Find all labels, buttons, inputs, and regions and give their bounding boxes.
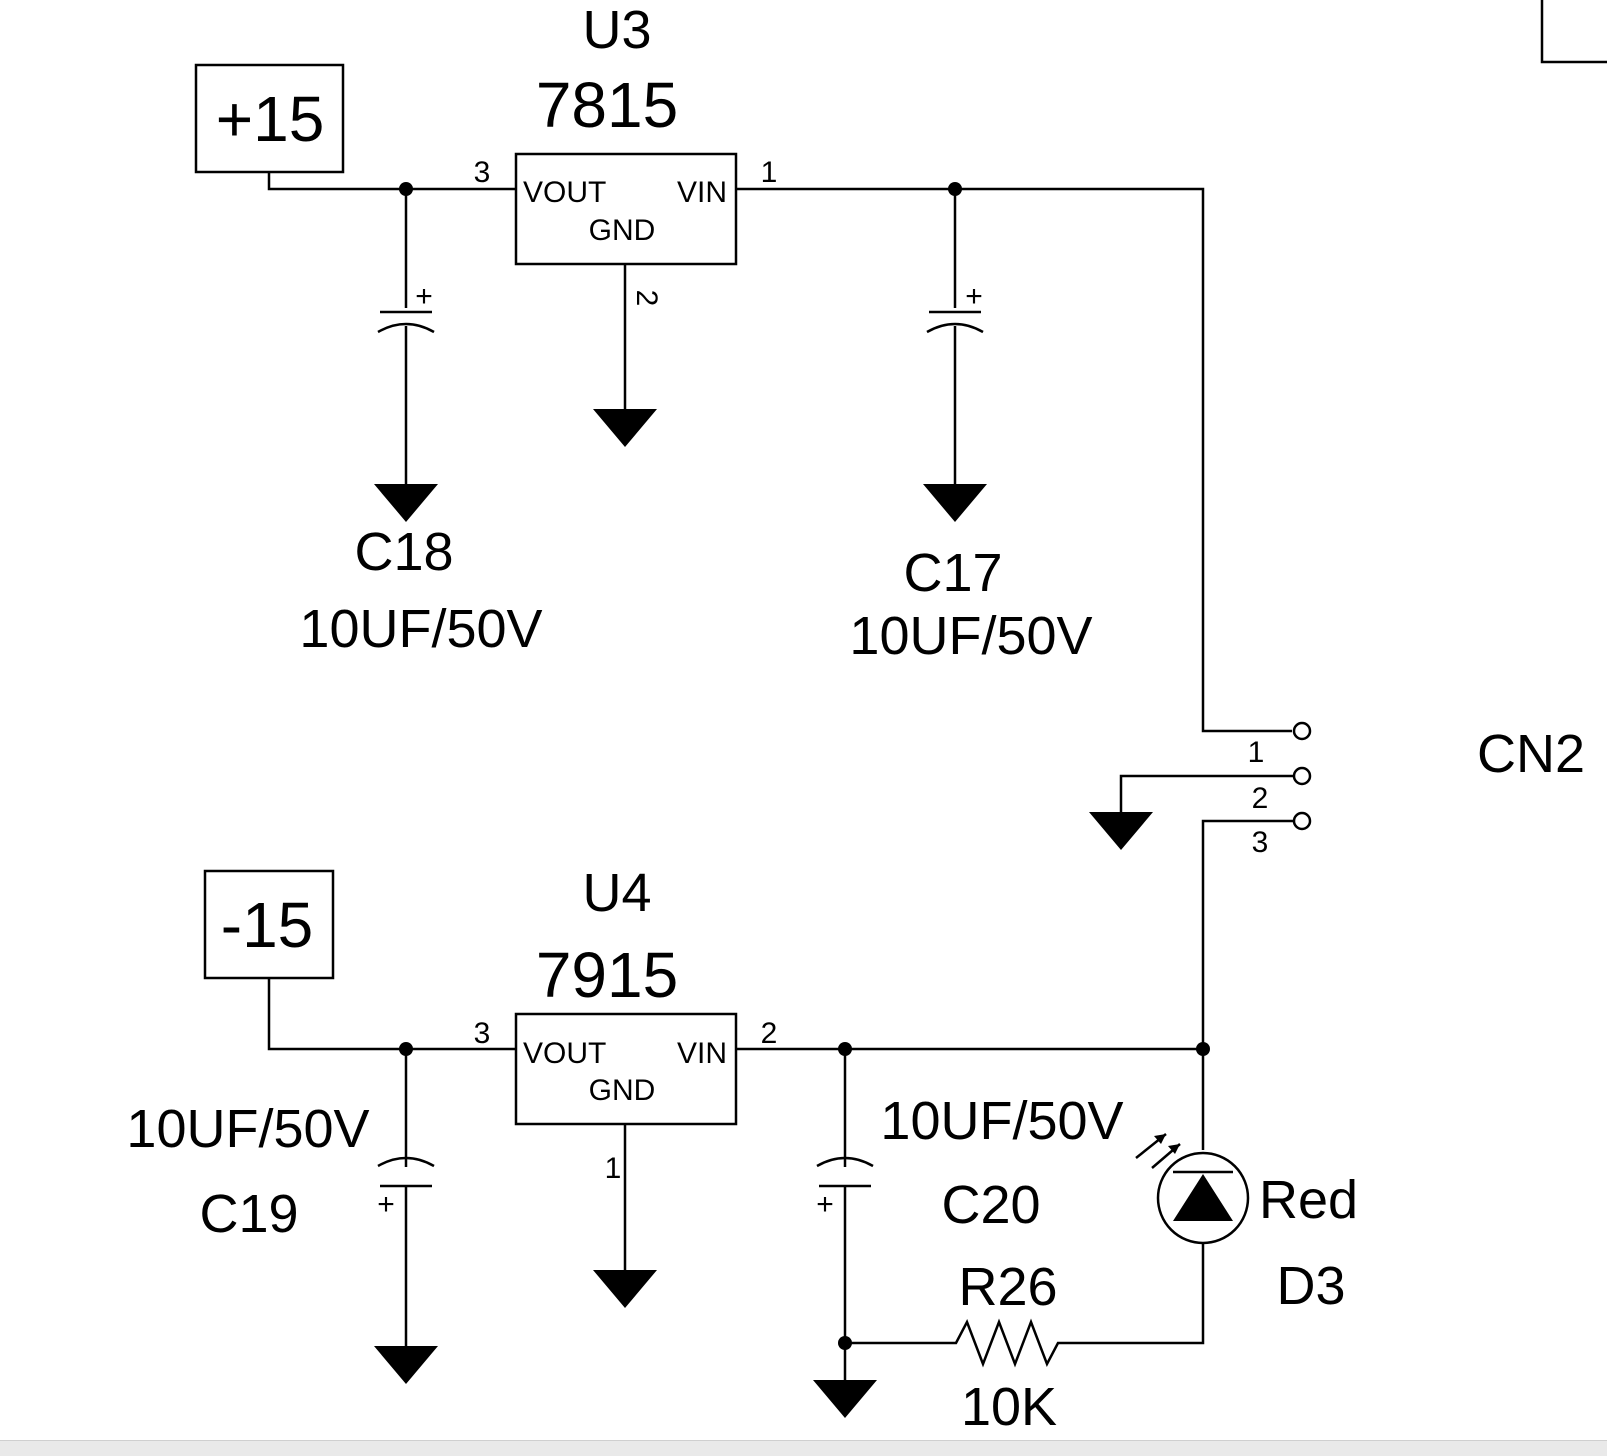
u3-body xyxy=(514,152,738,266)
u4-ref: U4 xyxy=(582,863,651,923)
wire-u3-vin xyxy=(736,187,1292,733)
u3-pin-vin: VIN xyxy=(677,176,727,209)
u4-num-in: 2 xyxy=(761,1017,778,1050)
cn2-pin2-num: 2 xyxy=(1252,782,1269,815)
c20-ref: C20 xyxy=(941,1175,1040,1235)
c18-plus: + xyxy=(415,280,433,313)
u3-num-out: 3 xyxy=(474,156,491,189)
c17-value: 10UF/50V xyxy=(849,606,1092,666)
led-light-arrows-icon xyxy=(1135,1133,1181,1169)
cn2-pin2-terminal xyxy=(1292,766,1312,786)
r26-ref: R26 xyxy=(958,1257,1057,1317)
u3-pin-gnd: GND xyxy=(589,214,656,247)
wire-pos15-out xyxy=(267,172,516,191)
u4-part: 7915 xyxy=(536,939,678,1011)
u4-pin-vout: VOUT xyxy=(523,1037,606,1070)
c18-ref: C18 xyxy=(354,522,453,582)
u3-ground-icon xyxy=(593,409,657,447)
port-neg15-box xyxy=(203,869,335,980)
cn2-ref: CN2 xyxy=(1477,724,1585,784)
u4-num-gnd: 1 xyxy=(605,1152,622,1185)
c17-ground-icon xyxy=(923,484,987,522)
c17-plate-curved xyxy=(926,322,984,334)
cn2-pin3-terminal xyxy=(1292,811,1312,831)
c20-ground-icon xyxy=(813,1380,877,1418)
cn2-pin1-terminal xyxy=(1292,721,1312,741)
u3-ref: U3 xyxy=(582,0,651,60)
c17-ref: C17 xyxy=(903,543,1002,603)
port-pos15-label: +15 xyxy=(216,83,325,155)
c19-ref: C19 xyxy=(199,1184,298,1244)
u4-ground-icon xyxy=(593,1270,657,1308)
r26-value: 10K xyxy=(961,1377,1057,1437)
c18-value: 10UF/50V xyxy=(299,599,542,659)
port-neg15-label: -15 xyxy=(221,889,314,961)
u4-body xyxy=(514,1012,738,1126)
c18-plate-curved xyxy=(377,322,435,334)
u3-part: 7815 xyxy=(536,69,678,141)
c19-plate-curved xyxy=(377,1156,435,1168)
wire-cn2-pin2 xyxy=(1119,774,1294,816)
c19-plus: + xyxy=(377,1188,395,1221)
c20-plate-curved xyxy=(816,1156,874,1168)
window-bottom-edge xyxy=(0,1440,1607,1456)
u3-pin-vout: VOUT xyxy=(523,176,606,209)
wire-cn2-pin3 xyxy=(1201,819,1294,1049)
u4-pin-vin: VIN xyxy=(677,1037,727,1070)
offpage-box-edge xyxy=(1540,0,1607,64)
r26-resistor-icon xyxy=(845,1318,1068,1368)
c19-value: 10UF/50V xyxy=(126,1099,369,1159)
u3-num-in: 1 xyxy=(761,156,778,189)
c17-plus: + xyxy=(965,280,983,313)
cn2-ground-icon xyxy=(1089,812,1153,850)
led-value: Red xyxy=(1259,1170,1358,1230)
u4-num-out: 3 xyxy=(474,1017,491,1050)
wire-neg15-out xyxy=(267,978,516,1051)
wire-led-bottom xyxy=(1068,1243,1205,1345)
cn2-pin1-num: 1 xyxy=(1248,736,1265,769)
led-d3-triangle xyxy=(1173,1174,1233,1221)
u3-num-gnd: 2 xyxy=(630,290,663,307)
c20-value: 10UF/50V xyxy=(880,1091,1123,1151)
cn2-pin3-num: 3 xyxy=(1252,826,1269,859)
c18-ground-icon xyxy=(374,484,438,522)
port-pos15-box xyxy=(194,63,345,174)
led-ref: D3 xyxy=(1276,1256,1345,1316)
u4-pin-gnd: GND xyxy=(589,1074,656,1107)
c19-ground-icon xyxy=(374,1346,438,1384)
c20-plus: + xyxy=(816,1188,834,1221)
